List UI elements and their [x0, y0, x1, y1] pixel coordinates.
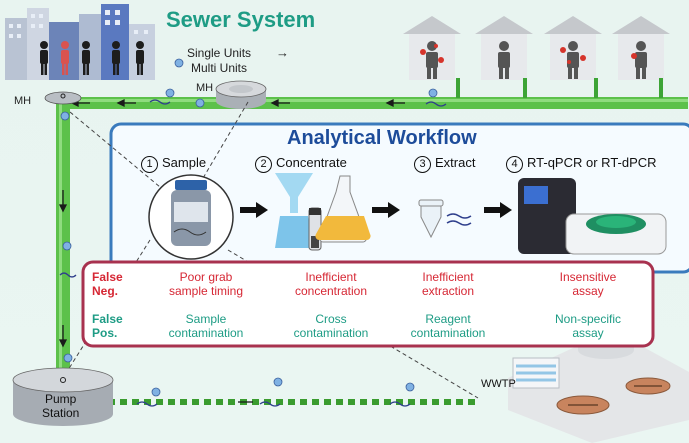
cell-line: sample timing [168, 284, 244, 298]
cell-line: Poor grab [179, 270, 233, 284]
flow-arrows [58, 98, 405, 403]
error-sources-box [81, 260, 655, 348]
cell-line: contamination [293, 326, 369, 340]
units-multi-label: Multi Units [191, 61, 248, 75]
rna-strands-icon [59, 99, 447, 407]
extract-tube-icon [418, 199, 472, 239]
cell-line: Cross [315, 312, 347, 326]
units-single-label: Single Units [187, 46, 252, 60]
cell-line: extraction [421, 284, 475, 298]
pump-station-line1: Pump [45, 392, 77, 406]
cell-line: contamination [168, 326, 244, 340]
false-pos-label: False Pos. [92, 312, 123, 340]
pcr-machine-icon [518, 178, 667, 255]
page-title: Sewer System [166, 7, 316, 32]
cell-line: contamination [410, 326, 486, 340]
step-label: RT-qPCR or RT-dPCR [527, 155, 657, 170]
cell-line: Insensitive [559, 270, 617, 284]
pump-station-label: Pump Station [42, 392, 79, 420]
step-sample: 1 Sample [141, 155, 206, 173]
cell-line: Sample [185, 312, 227, 326]
false-neg-label-line1: False [92, 270, 123, 284]
step-extract: 3 Extract [414, 155, 475, 173]
manhole-left-icon [44, 91, 82, 105]
sewer-pipes [56, 78, 688, 405]
false-pos-label-line2: Pos. [92, 326, 118, 340]
virus-particles-icon [60, 58, 438, 397]
city-buildings-icon [5, 4, 155, 80]
step-pcr: 4 RT-qPCR or RT-dPCR [506, 155, 657, 173]
false-pos-label-line1: False [92, 312, 123, 326]
workflow-arrows [240, 202, 512, 218]
step-label: Sample [162, 155, 207, 170]
sample-connector-lines [67, 101, 479, 399]
cell-line: assay [572, 284, 604, 298]
sample-bottle-icon [148, 174, 234, 260]
workflow-title: Analytical Workflow [287, 127, 477, 149]
concentrate-icon [275, 173, 371, 251]
pump-station-line2: Station [42, 406, 80, 420]
units-arrow: → [276, 45, 289, 60]
step-concentrate: 2 Concentrate [255, 155, 347, 173]
false-neg-label-line2: Neg. [92, 284, 119, 298]
cell-line: Inefficient [422, 270, 474, 284]
houses-icon [403, 16, 670, 80]
manhole-mid-icon [215, 80, 267, 109]
pump-station-icon [12, 367, 114, 426]
step-number: 3 [414, 156, 431, 173]
cell-line: assay [572, 326, 604, 340]
false-neg-label: False Neg. [92, 270, 123, 298]
step-label: Concentrate [276, 155, 347, 170]
manhole-mid-label: MH [196, 82, 214, 94]
manhole-left-label: MH [14, 95, 32, 107]
cell-line: concentration [294, 284, 368, 298]
units-label: Single Units Multi Units [187, 46, 251, 76]
cell-line: Non-specific [554, 312, 622, 326]
step-number: 2 [255, 156, 272, 173]
wwtp-label: WWTP [481, 378, 516, 390]
step-label: Extract [435, 155, 476, 170]
cell-line: Inefficient [305, 270, 357, 284]
step-number: 4 [506, 156, 523, 173]
cell-line: Reagent [425, 312, 471, 326]
step-number: 1 [141, 156, 158, 173]
